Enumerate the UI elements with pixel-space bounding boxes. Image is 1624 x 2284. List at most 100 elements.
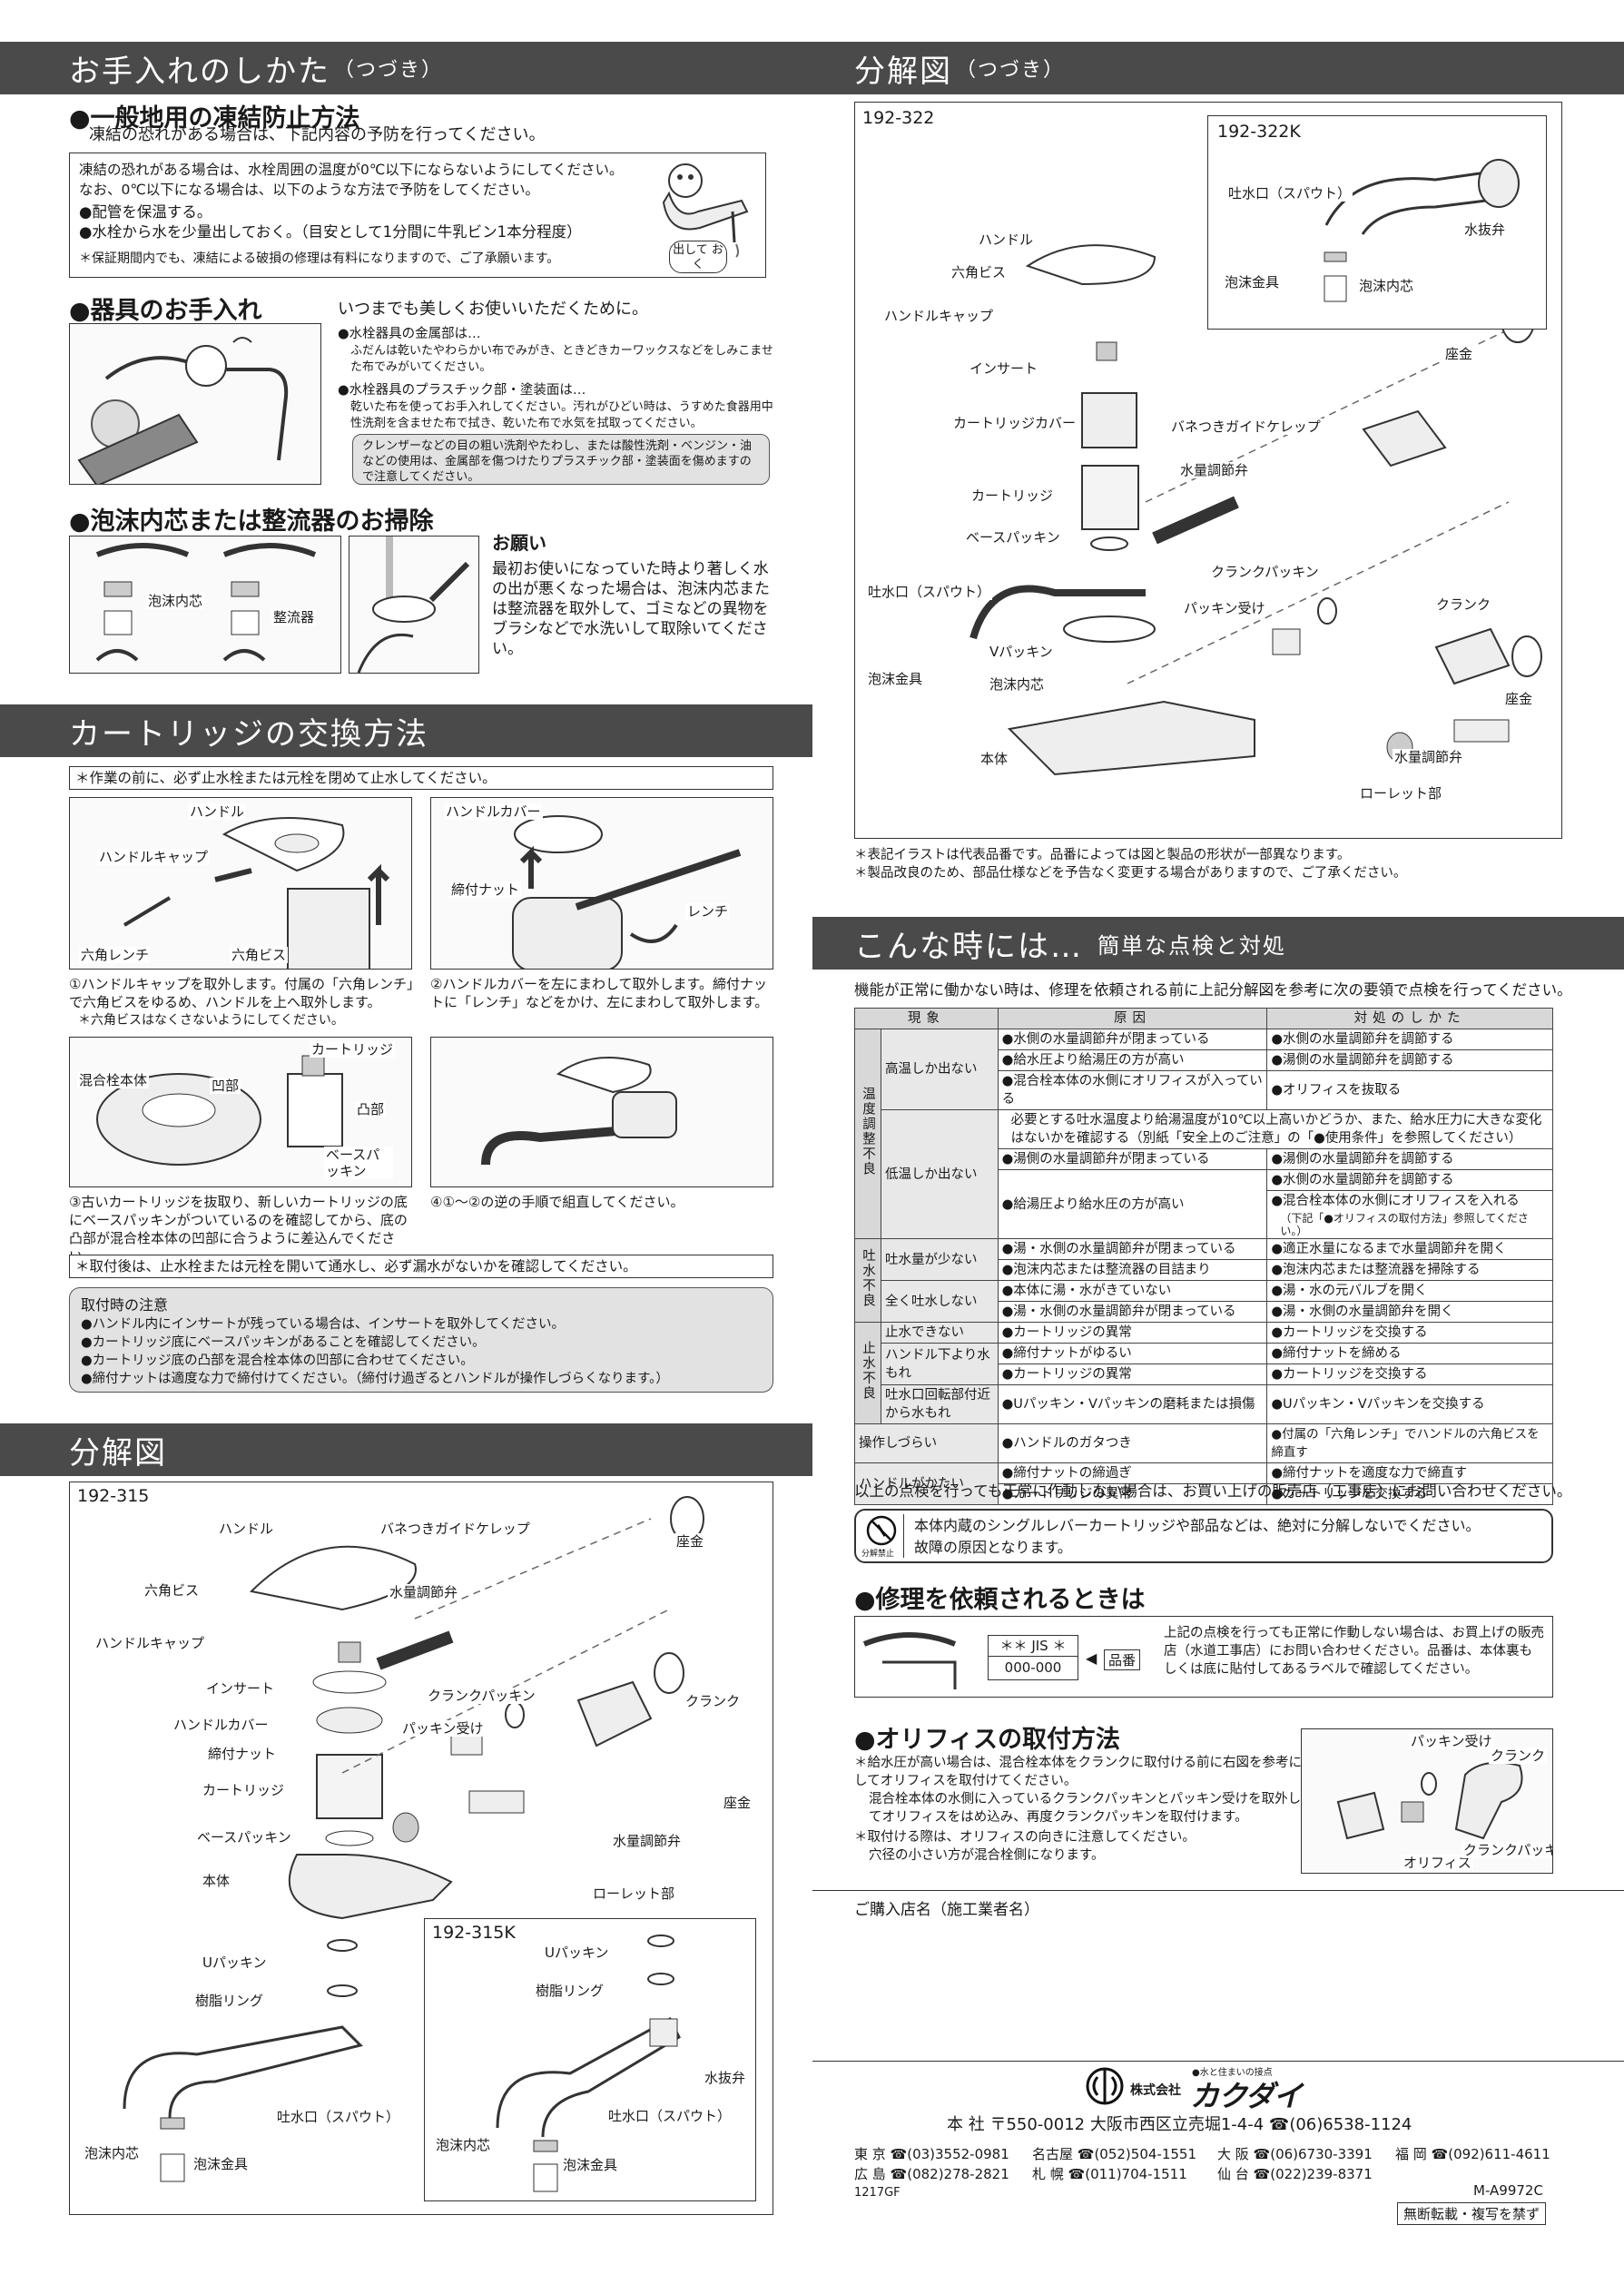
- exploded-left-title: 分解図: [69, 1434, 167, 1472]
- exl-base-packing: ベースパッキン: [195, 1829, 293, 1846]
- freeze-intro: 凍結の恐れがある場合は、下記内容の予防を行ってください。: [89, 125, 546, 144]
- phone-sendai: 仙 台 ☎(022)239-8371: [1217, 2166, 1373, 2182]
- warning-line2: 故障の原因となります。: [914, 1539, 1072, 1556]
- cell: ●締付ナットがゆるい: [997, 1343, 1268, 1364]
- exl-body: 本体: [201, 1873, 232, 1889]
- cell: ●Uパッキン・Vパッキンの磨耗または損傷: [997, 1384, 1268, 1424]
- cell: ●湯・水側の水量調節弁を開く: [1266, 1301, 1553, 1323]
- step1-illustration: ハンドル ハンドルキャップ 六角レンチ 六角ビス: [69, 797, 412, 970]
- cell: ●Uパッキン・Vパッキンを交換する: [1266, 1384, 1553, 1424]
- cartridge-section-header: カートリッジの交換方法: [0, 704, 812, 757]
- th-remedy: 対処のしかた: [1266, 1008, 1553, 1029]
- fixture-caution-box: クレンザーなどの目の粗い洗剤やたわし、または酸性洗剤・ベンジン・油などの使用は、…: [352, 434, 770, 485]
- cell: ●ハンドルのガタつき: [997, 1423, 1268, 1463]
- exl-guide-valve: バネつきガイドケレップ: [379, 1521, 532, 1537]
- faucet-cartoon-svg: [662, 163, 749, 258]
- th-phenomenon: 現象: [854, 1008, 999, 1029]
- caution2: ●カートリッジ底にベースパッキンがあることを確認してください。: [81, 1335, 486, 1350]
- orifice-label-seat: パッキン受け: [1409, 1733, 1494, 1749]
- cell: ●水側の水量調節弁を調節する: [1266, 1169, 1553, 1191]
- exploded-left-inset-model: 192-315K: [432, 1923, 516, 1943]
- table-row: ●カートリッジの異常 ●カートリッジを交換する: [855, 1483, 1553, 1505]
- exploded-left-inset-svg: [496, 1935, 681, 2192]
- caution4: ●締付ナットは適度な力で締付けてください。（締付け過ぎるとハンドルが操作しづらく…: [81, 1372, 669, 1386]
- logo-tagline: ●水と住まいの接点: [1192, 2068, 1273, 2078]
- table-row: 温度調整不良 高温しか出ない ●水側の水量調節弁が閉まっている ●水側の水量調節…: [854, 1029, 1553, 1239]
- table-row: ●混合栓本体の水側にオリフィスが入っている ●オリフィスを抜取る: [855, 1070, 1553, 1110]
- cell: ●混合栓本体の水側にオリフィスを入れる: [1266, 1190, 1553, 1211]
- phone-nagoya: 名古屋 ☎(052)504-1551: [1032, 2146, 1197, 2162]
- plastic-text: 乾いた布を使ってお手入れしてください。汚れがひどい時は、うすめた食器用中性洗剤を…: [350, 400, 773, 430]
- fig3-boss: 凸部: [355, 1101, 387, 1117]
- phone-sapporo: 札 幌 ☎(011)704-1511: [1032, 2166, 1187, 2182]
- exploded-right-box: 192-322 192-322K 吐水口（スパウト） 水抜弁 泡沫金具 泡沫内芯…: [854, 102, 1562, 839]
- table-row: 吐水口回転部付近から水もれ ●Uパッキン・Vパッキンの磨耗または損傷 ●Uパッキ…: [855, 1384, 1553, 1424]
- exl-crank: クランク: [684, 1693, 743, 1709]
- footer-divider: [812, 1890, 1624, 1891]
- footer-divider2: [812, 2061, 1624, 2062]
- freeze-heading: ●一般地用の凍結防止方法: [69, 104, 360, 133]
- exl-cartridge: カートリッジ: [201, 1782, 287, 1798]
- cell: 必要とする吐水温度より給湯温度が10℃以上高いかどうか、また、給水圧力に大きな変…: [997, 1109, 1554, 1149]
- exr-insert: インサート: [968, 360, 1040, 377]
- fig1-handle: ハンドル: [188, 803, 247, 820]
- phone-osaka: 大 阪 ☎(06)6730-3391: [1217, 2146, 1373, 2162]
- exr-handle: ハンドル: [977, 231, 1036, 248]
- exl-handle-cover: ハンドルカバー: [172, 1717, 271, 1733]
- cartridge-post-note: ＊取付後は、止水栓または元栓を開いて通水し、必ず漏水がないかを確認してください。: [75, 1258, 637, 1275]
- cartridge-step1-note: ＊六角ビスはなくさないようにしてください。: [78, 1013, 344, 1028]
- aerator-label2: 整流器: [271, 609, 317, 625]
- care-section-header: お手入れのしかた（つづき）: [0, 42, 812, 94]
- no-disassemble-icon: 分解禁止: [861, 1514, 900, 1560]
- exr-hex-screw: 六角ビス: [950, 264, 1009, 281]
- trouble-section-title: こんな時には…: [854, 928, 1083, 965]
- exploded-right-note1: ＊表記イラストは代表品番です。品番によっては図と製品の形状が一部異なります。: [854, 848, 1351, 862]
- table-row: 操作しづらい ●ハンドルのガタつき ●付属の「六角レンチ」でハンドルの六角ビスを…: [854, 1423, 1553, 1463]
- product-number-tag: 品番: [1104, 1649, 1141, 1670]
- exl-resin-ring: 樹脂リング: [193, 1993, 266, 2009]
- exr-handle-cap: ハンドルキャップ: [882, 308, 996, 324]
- cell: ●給湯圧より給水圧の方が高い: [997, 1169, 1268, 1239]
- exl-k-spout: 吐水口（スパウト）: [606, 2108, 733, 2124]
- exl-k-fitting: 泡沫金具: [561, 2157, 620, 2173]
- table-row: 止水不良 止水できない ●カートリッジの異常 ●カートリッジを交換する: [854, 1322, 1553, 1424]
- cell: （下記「●オリフィスの取付方法」参照してください。）: [1266, 1211, 1553, 1239]
- fig3-cartridge: カートリッジ: [310, 1041, 396, 1058]
- cell: ●泡沫内芯または整流器の目詰まり: [997, 1259, 1268, 1281]
- fig3-body: 混合栓本体: [77, 1072, 150, 1088]
- aerator-label1: 泡沫内芯: [146, 593, 205, 609]
- repair-text: 上記の点検を行っても正常に作動しない場合は、お買上げの販売店（水道工事店）にお問…: [1164, 1626, 1545, 1677]
- cell: ●カートリッジの異常: [997, 1364, 1268, 1385]
- purchase-store: ご購入店名（施工業者名）: [854, 1901, 1039, 1919]
- orifice-label-packing: クランクパッキン: [1462, 1842, 1552, 1858]
- orifice-text2: 混合栓本体の水側に入っているクランクパッキンとパッキン受けを取外してオリフィスを…: [869, 1792, 1302, 1825]
- exl-handle-cap: ハンドルキャップ: [94, 1635, 207, 1651]
- warning-line1: 本体内蔵のシングルレバーカートリッジや部品などは、絶対に分解しないでください。: [914, 1517, 1481, 1534]
- table-row: ●泡沫内芯または整流器の目詰まり ●泡沫内芯または整流器を掃除する: [855, 1259, 1553, 1281]
- cell: ●湯・水側の水量調節弁が閉まっている: [997, 1301, 1268, 1323]
- row-nostop: 止水できない: [881, 1322, 999, 1344]
- cell: ●オリフィスを抜取る: [1266, 1070, 1553, 1110]
- group-water: 吐水不良: [854, 1238, 881, 1323]
- orifice-svg: [1336, 1761, 1523, 1840]
- cell: ●カートリッジを交換する: [1266, 1364, 1553, 1385]
- row-stiff: ハンドルがかたい: [854, 1462, 999, 1505]
- row-hard: 操作しづらい: [854, 1423, 999, 1463]
- phone-hiroshima: 広 島 ☎(082)278-2821: [854, 2166, 1009, 2182]
- step4-illustration: [430, 1037, 773, 1187]
- cell: ●カートリッジの異常: [997, 1483, 1268, 1505]
- row-high-only: 高温しか出ない: [881, 1029, 999, 1110]
- exr-k-drain: 水抜弁: [1462, 222, 1508, 238]
- exploded-right-model: 192-322: [862, 108, 935, 128]
- cell: ●湯側の水量調節弁を調節する: [1266, 1049, 1553, 1071]
- exr-cartridge: カートリッジ: [969, 487, 1056, 504]
- fixture-heading: ●器具のお手入れ: [69, 297, 262, 325]
- repair-heading: ●修理を依頼されるときは: [854, 1586, 1146, 1614]
- cell: ●湯側の水量調節弁を調節する: [1266, 1148, 1553, 1170]
- step3-svg: [96, 1055, 343, 1166]
- cell: ●カートリッジの異常: [997, 1322, 1268, 1344]
- exl-hex-screw: 六角ビス: [143, 1582, 202, 1599]
- request-text: 最初お使いになっていた時より著しく水の出が悪くなった場合は、泡沫内芯または整流器…: [492, 560, 770, 658]
- product-label-bottom: 000-000: [1004, 1659, 1062, 1676]
- exl-knurl: ローレット部: [591, 1885, 677, 1902]
